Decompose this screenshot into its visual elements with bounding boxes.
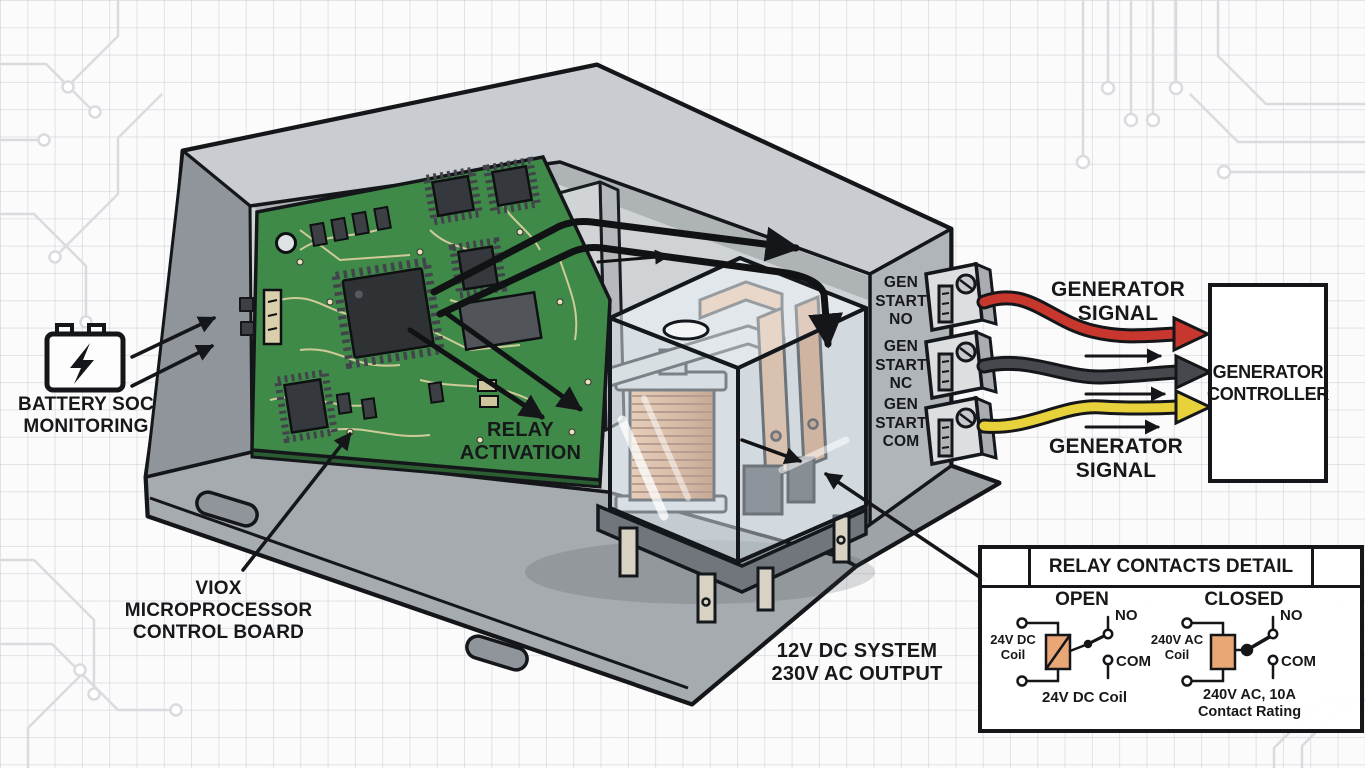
- board-leader-line: [241, 432, 352, 572]
- wire-com-yellow: [979, 402, 1183, 431]
- closed-caption: 240V AC, 10A Contact Rating: [1197, 687, 1302, 720]
- ic-chip: [273, 368, 339, 444]
- wire-nc-arrowhead: [1174, 353, 1214, 391]
- capacitors: [309, 205, 445, 420]
- lightning-bolt-icon: [70, 343, 94, 384]
- relay-assembly: [596, 256, 868, 624]
- relay-clear-cover: [608, 256, 868, 564]
- inset-header: RELAY CONTACTS DETAIL: [982, 549, 1360, 588]
- generator-signal-label-bottom: GENERATOR SIGNAL: [1048, 435, 1184, 483]
- battery-arrow: [130, 344, 215, 388]
- relay-contacts-schematic: [1016, 615, 1279, 687]
- relay-pins: [618, 514, 851, 624]
- open-heading: OPEN: [1055, 589, 1109, 610]
- wire-com-arrowhead: [1174, 388, 1214, 426]
- microprocessor-chip: [331, 256, 446, 370]
- open-caption: 24V DC Coil: [1041, 689, 1128, 706]
- relay-contacts-detail-inset: RELAY CONTACTS DETAIL: [978, 545, 1364, 733]
- relay-activation-label: RELAY ACTIVATION: [459, 419, 582, 465]
- relay-activation-arrow: [443, 310, 583, 412]
- open-com-label: COM: [1116, 653, 1151, 670]
- coil-symbol: [1209, 633, 1237, 671]
- flange-slot: [195, 490, 529, 672]
- signal-route-side: [436, 244, 844, 349]
- ic-chip: [482, 156, 542, 216]
- battery-soc-label: BATTERY SOC MONITORING: [18, 394, 154, 438]
- small-arrow: [596, 249, 670, 265]
- pcb-vias: [296, 228, 592, 444]
- terminal-label-nc: GEN START NC: [875, 338, 927, 393]
- battery-arrow: [130, 316, 217, 359]
- leader-arrows: [130, 316, 986, 582]
- open-coil-label: 24V DC Coil: [990, 632, 1036, 662]
- wire-no-red: [979, 293, 1181, 341]
- closed-no-label: NO: [1280, 607, 1303, 624]
- relay-base: [596, 503, 868, 594]
- open-state-schematic: [1016, 615, 1114, 687]
- closed-state-schematic: [1181, 615, 1279, 687]
- wire-no-arrowhead: [1172, 315, 1212, 353]
- generator-wires: [976, 290, 1214, 435]
- inset-title: RELAY CONTACTS DETAIL: [1027, 549, 1315, 585]
- terminal-block-com: [924, 395, 998, 467]
- system-rating-label: 12V DC SYSTEM 230V AC OUTPUT: [771, 640, 943, 686]
- ic-chip: [422, 166, 484, 226]
- terminal-label-no: GEN START NO: [875, 274, 927, 329]
- wire-nc-black: [979, 358, 1183, 382]
- generator-signal-label-top: GENERATOR SIGNAL: [1050, 278, 1186, 326]
- closed-coil-label: 240V AC Coil: [1150, 632, 1204, 662]
- small-arrow: [740, 438, 803, 465]
- pcb-mount-hole: [275, 232, 297, 254]
- edge-connector: [262, 288, 283, 346]
- control-board-label: VIOX MICROPROCESSOR CONTROL BOARD: [124, 578, 313, 644]
- closed-com-label: COM: [1281, 653, 1316, 670]
- open-no-label: NO: [1115, 607, 1138, 624]
- terminal-label-com: GEN START COM: [875, 396, 927, 451]
- signal-flow-arrows: [1084, 348, 1167, 435]
- closed-heading: CLOSED: [1204, 589, 1284, 610]
- relay-activation-routes: [407, 218, 844, 465]
- inset-leader-line: [824, 472, 986, 582]
- relay-activation-arrow: [407, 327, 545, 420]
- signal-route-top: [430, 218, 801, 296]
- generator-controller-box: GENERATOR CONTROLLER: [1207, 283, 1329, 483]
- battery-icon: [44, 323, 126, 393]
